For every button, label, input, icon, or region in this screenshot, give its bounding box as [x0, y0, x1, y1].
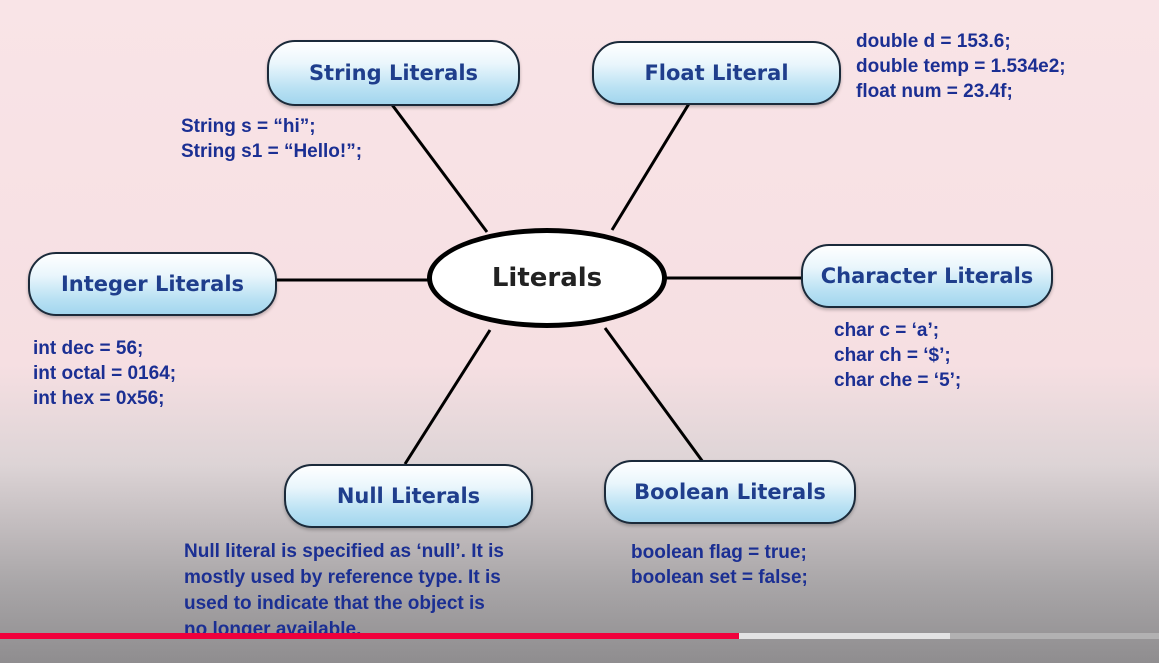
connector-float: [610, 101, 692, 231]
node-boolean-literals: Boolean Literals: [604, 460, 856, 524]
node-float-label: Float Literal: [644, 61, 789, 85]
float-example-line: double temp = 1.534e2;: [856, 56, 1066, 77]
null-description: Null literal is specified as ‘null’. It …: [184, 541, 504, 640]
character-example-line: char c = ‘a’;: [834, 320, 940, 341]
node-string-label: String Literals: [308, 61, 479, 85]
boolean-example-line: boolean set = false;: [631, 567, 808, 588]
node-null-label: Null Literals: [336, 484, 481, 508]
node-string-literals: String Literals: [267, 40, 520, 106]
center-node-literals: Literals: [427, 228, 667, 328]
video-progress-bar[interactable]: [0, 633, 1159, 639]
node-null-literals: Null Literals: [284, 464, 533, 528]
node-float-literal: Float Literal: [592, 41, 841, 105]
character-example-line: char ch = ‘$’;: [834, 345, 951, 366]
integer-examples: int dec = 56; int octal = 0164; int hex …: [33, 336, 176, 411]
node-integer-label: Integer Literals: [60, 272, 245, 296]
integer-example-line: int octal = 0164;: [33, 363, 177, 384]
boolean-example-line: boolean flag = true;: [631, 542, 807, 563]
video-played-bar: [0, 633, 740, 639]
node-character-label: Character Literals: [820, 264, 1034, 288]
connector-string: [388, 101, 489, 233]
string-example-line: String s1 = “Hello!”;: [181, 141, 363, 162]
center-node-label: Literals: [491, 263, 603, 293]
character-example-line: char che = ‘5’;: [834, 370, 962, 391]
node-character-literals: Character Literals: [801, 244, 1053, 308]
string-example-line: String s = “hi”;: [181, 116, 316, 137]
string-examples: String s = “hi”; String s1 = “Hello!”;: [181, 114, 362, 164]
float-example-line: float num = 23.4f;: [856, 81, 1013, 102]
boolean-examples: boolean flag = true; boolean set = false…: [631, 540, 808, 590]
node-boolean-label: Boolean Literals: [634, 480, 826, 504]
connector-null: [403, 329, 492, 465]
character-examples: char c = ‘a’; char ch = ‘$’; char che = …: [834, 318, 961, 393]
integer-example-line: int dec = 56;: [33, 338, 144, 359]
connector-boolean: [603, 327, 705, 463]
integer-example-line: int hex = 0x56;: [33, 388, 165, 409]
float-examples: double d = 153.6; double temp = 1.534e2;…: [856, 29, 1066, 104]
node-integer-literals: Integer Literals: [28, 252, 277, 316]
float-example-line: double d = 153.6;: [856, 31, 1011, 52]
